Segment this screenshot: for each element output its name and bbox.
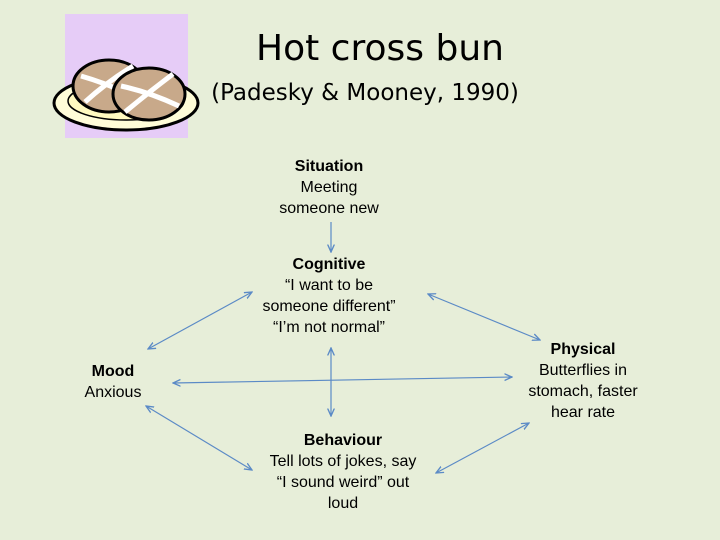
- situation-node: Situation Meeting someone new: [264, 156, 394, 219]
- physical-heading: Physical: [550, 341, 616, 358]
- page-subtitle: (Padesky & Mooney, 1990): [211, 80, 519, 106]
- cognitive-heading: Cognitive: [292, 256, 366, 273]
- physical-text-line: stomach, faster: [528, 383, 638, 400]
- arrow-mood-physical: [173, 377, 512, 383]
- cognitive-text-line: “I want to be: [284, 277, 374, 294]
- behaviour-text-line: loud: [327, 495, 359, 512]
- page-title: Hot cross bun: [256, 28, 504, 69]
- mood-heading: Mood: [91, 363, 135, 380]
- behaviour-heading: Behaviour: [303, 432, 383, 449]
- situation-text-line: Meeting: [300, 179, 358, 196]
- cognitive-text-line: someone different”: [262, 298, 396, 315]
- arrow-mood-behaviour: [146, 406, 252, 470]
- physical-text-line: hear rate: [550, 404, 616, 421]
- physical-text-line: Butterflies in: [538, 362, 628, 379]
- behaviour-text-line: “I sound weird” out: [276, 474, 410, 491]
- situation-text-line: someone new: [279, 200, 379, 217]
- behaviour-node: Behaviour Tell lots of jokes, say “I sou…: [252, 430, 434, 514]
- arrow-mood-cognitive: [148, 292, 252, 349]
- arrow-cognitive-physical: [428, 294, 540, 340]
- hot-cross-bun-icon: [52, 58, 200, 132]
- physical-node: Physical Butterflies in stomach, faster …: [508, 339, 658, 423]
- situation-heading: Situation: [294, 158, 364, 175]
- mood-node: Mood Anxious: [68, 361, 158, 403]
- arrow-behaviour-physical: [436, 423, 529, 473]
- cognitive-node: Cognitive “I want to be someone differen…: [244, 254, 414, 338]
- cognitive-text-line: “I’m not normal”: [272, 319, 386, 336]
- mood-text-line: Anxious: [84, 384, 142, 401]
- logo-panel: [52, 14, 200, 138]
- behaviour-text-line: Tell lots of jokes, say: [269, 453, 417, 470]
